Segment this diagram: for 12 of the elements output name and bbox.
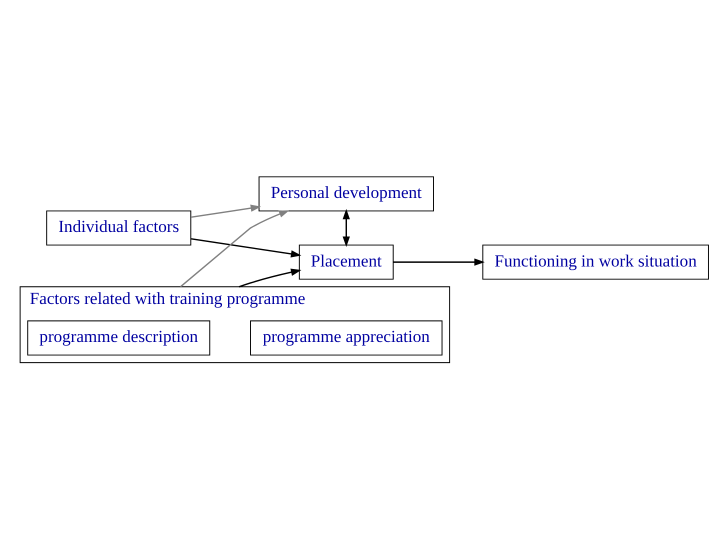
node-box: Individual factors <box>46 210 192 246</box>
node-box: programme appreciation <box>250 320 443 356</box>
arrow <box>180 210 290 288</box>
node-box: Placement <box>298 244 394 280</box>
arrow <box>393 258 485 266</box>
arrow <box>238 268 302 288</box>
node-box: programme description <box>27 320 210 356</box>
arrow <box>190 238 302 258</box>
arrow <box>190 204 262 218</box>
node-box: Functioning in work situation <box>482 244 709 280</box>
node-box: Personal development <box>258 176 434 212</box>
arrow <box>342 208 350 247</box>
